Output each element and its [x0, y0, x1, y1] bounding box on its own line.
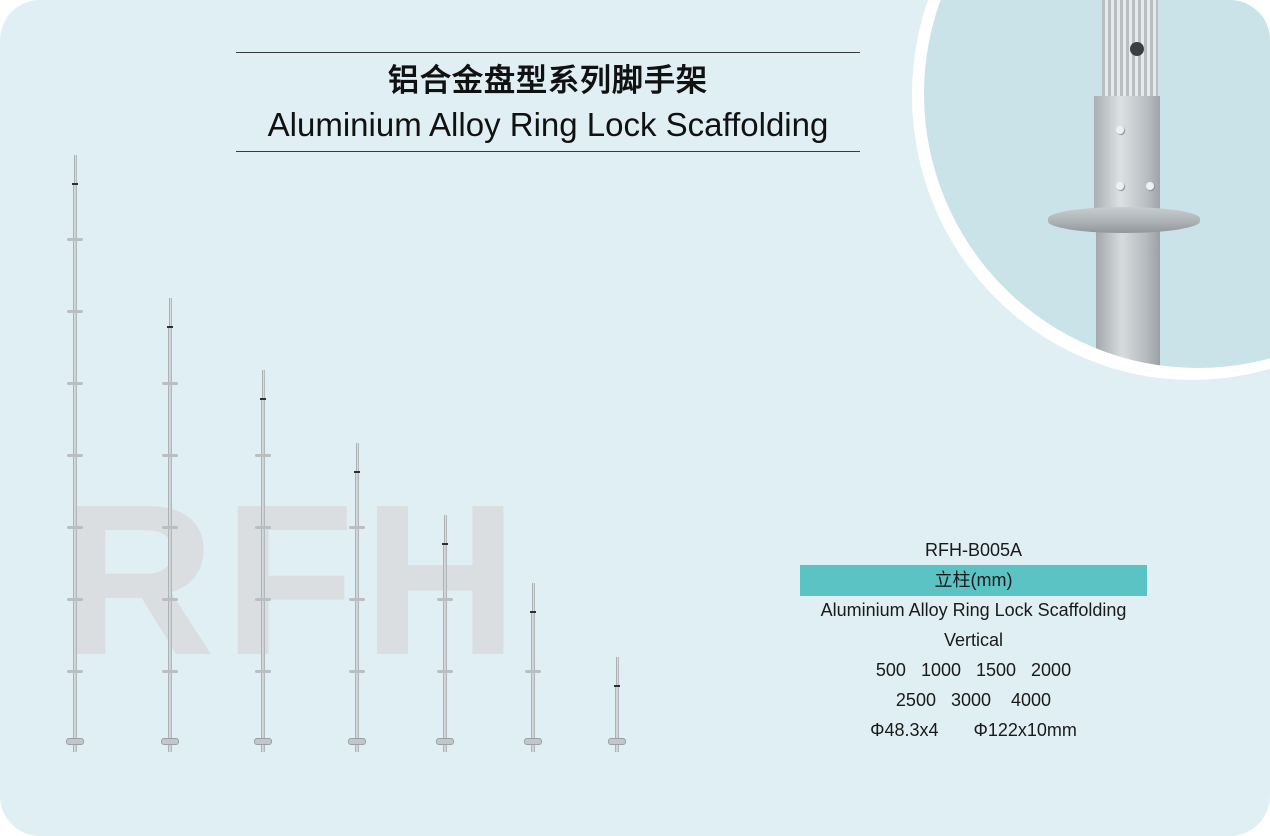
lengths-row-1: 500 1000 1500 2000 — [875, 660, 1072, 680]
pole-base-rosette — [254, 738, 272, 745]
pole-base-rosette — [608, 738, 626, 745]
pole-rosette — [255, 670, 271, 673]
model-number: RFH-B005A — [924, 540, 1023, 560]
pole-rosette — [349, 598, 365, 601]
vertical-pole — [615, 687, 619, 752]
vertical-pole — [355, 473, 359, 752]
pole-base-rosette — [348, 738, 366, 745]
spec-header-bar: 立柱(mm) — [800, 565, 1147, 596]
pin-hole — [1130, 42, 1144, 56]
pole-rosette — [67, 598, 83, 601]
pole-spigot — [616, 657, 619, 685]
pole-band — [614, 685, 620, 687]
pole-rosette — [349, 526, 365, 529]
pole-base-rosette — [161, 738, 179, 745]
pole-band — [354, 471, 360, 473]
rivet-dimple — [1146, 182, 1154, 190]
pole-rosette — [67, 382, 83, 385]
spec-block: RFH-B005A 立柱(mm) Aluminium Alloy Ring Lo… — [800, 537, 1147, 745]
pole-base-rosette — [436, 738, 454, 745]
product-type: Vertical — [943, 630, 1004, 650]
pole-spigot — [74, 155, 77, 183]
pole-rosette — [437, 670, 453, 673]
dimensions: Φ48.3x4 Φ122x10mm — [870, 720, 1077, 740]
pole-rosette — [67, 454, 83, 457]
pole-rosette — [162, 526, 178, 529]
pole-base-rosette — [524, 738, 542, 745]
pole-band — [167, 326, 173, 328]
vertical-pole — [443, 545, 447, 752]
lengths-row-2: 2500 3000 4000 — [895, 690, 1052, 710]
vertical-pole — [168, 328, 172, 752]
vertical-pole — [261, 400, 265, 752]
product-name: Aluminium Alloy Ring Lock Scaffolding — [820, 600, 1127, 620]
pole-rosette — [255, 526, 271, 529]
connector-sleeve-image — [1094, 96, 1160, 216]
pole-rosette — [162, 382, 178, 385]
pole-spigot — [169, 298, 172, 326]
pole-band — [442, 543, 448, 545]
vertical-pole — [73, 185, 77, 752]
lower-tube-image — [1096, 230, 1160, 368]
pole-rosette — [437, 598, 453, 601]
pole-band — [260, 398, 266, 400]
brand-watermark: RFH — [60, 459, 526, 700]
pole-rosette — [67, 526, 83, 529]
pole-spigot — [356, 443, 359, 471]
pole-rosette — [255, 454, 271, 457]
pole-rosette — [349, 670, 365, 673]
rivet-dimple — [1116, 126, 1124, 134]
pole-base-rosette — [66, 738, 84, 745]
pole-rosette — [67, 238, 83, 241]
pole-spigot — [262, 370, 265, 398]
pole-band — [530, 611, 536, 613]
title-english: Aluminium Alloy Ring Lock Scaffolding — [267, 106, 829, 143]
vertical-pole — [531, 613, 535, 752]
title-rule-top — [236, 52, 860, 53]
pole-band — [72, 183, 78, 185]
ring-rosette-image — [1048, 207, 1200, 233]
rivet-dimple — [1116, 182, 1124, 190]
pole-spigot — [444, 515, 447, 543]
title-chinese: 铝合金盘型系列脚手架 — [388, 63, 708, 99]
pole-rosette — [67, 670, 83, 673]
pole-rosette — [162, 670, 178, 673]
title-block: 铝合金盘型系列脚手架 Aluminium Alloy Ring Lock Sca… — [236, 52, 860, 152]
pole-spigot — [532, 583, 535, 611]
pole-rosette — [162, 598, 178, 601]
pole-rosette — [525, 670, 541, 673]
pole-rosette — [255, 598, 271, 601]
detail-photo-circle — [924, 0, 1270, 368]
title-rule-bottom — [236, 151, 860, 152]
pole-rosette — [162, 454, 178, 457]
pole-rosette — [67, 310, 83, 313]
